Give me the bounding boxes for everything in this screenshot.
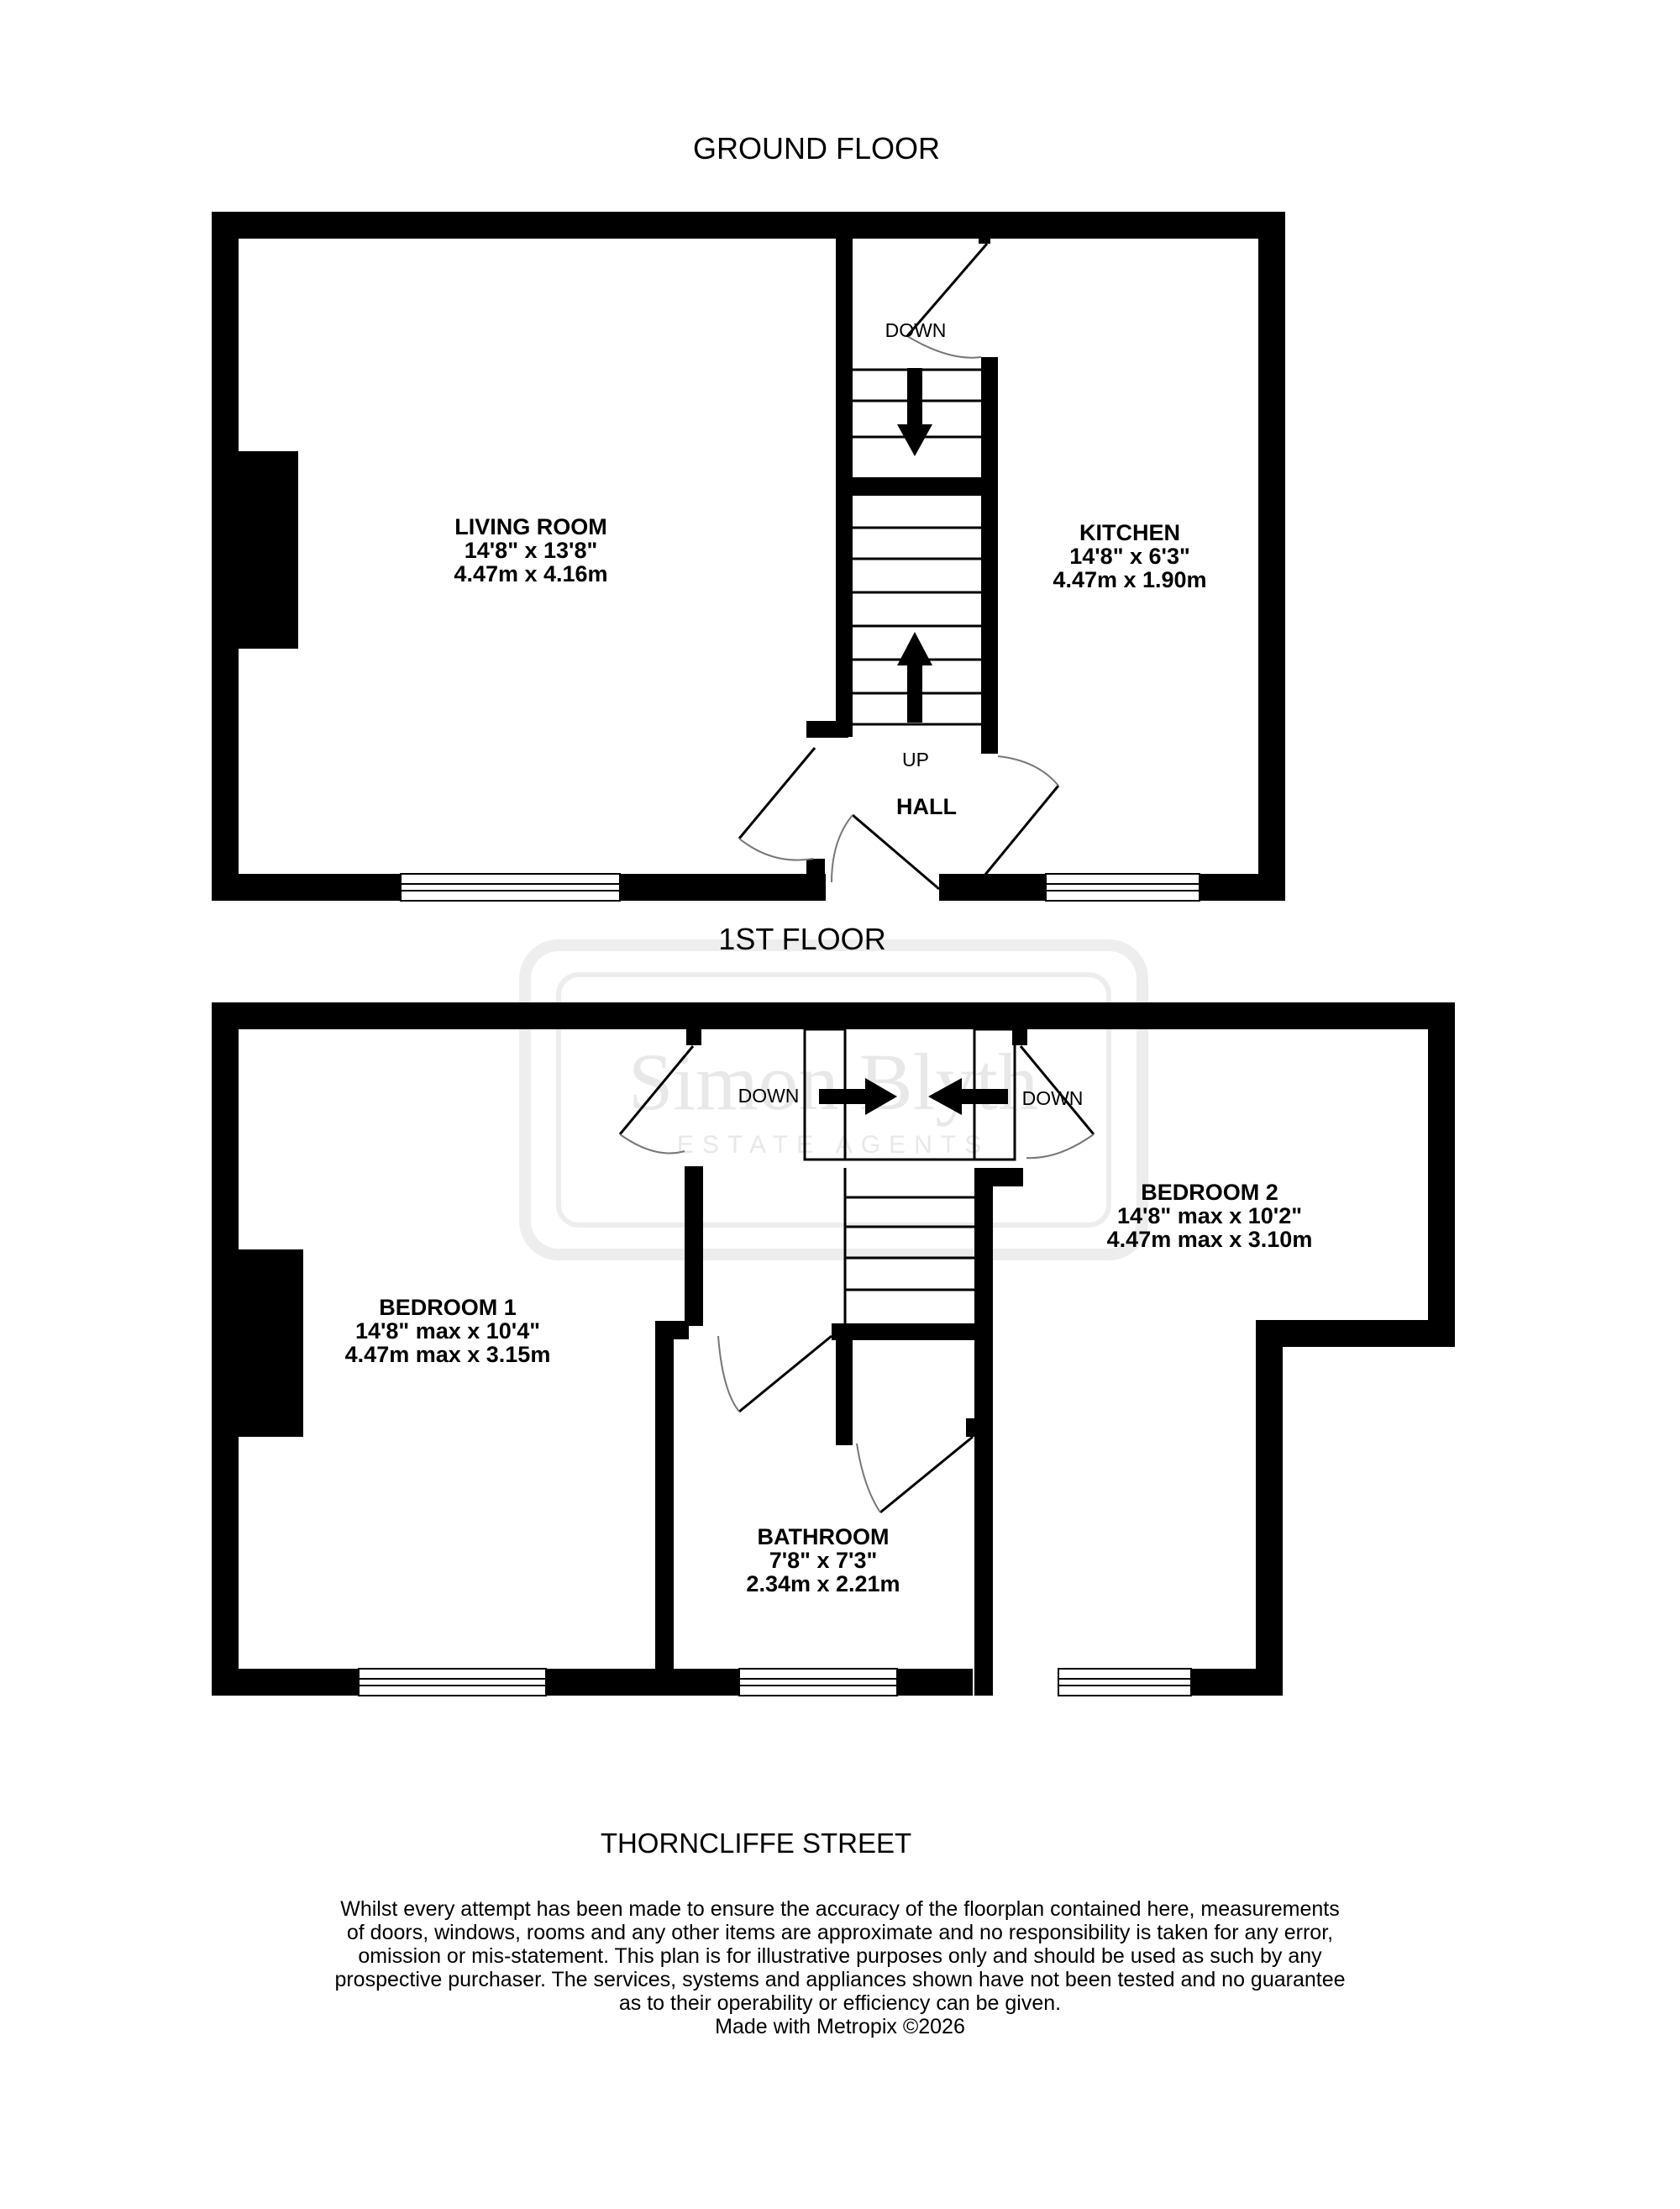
- disclaimer-line: omission or mis-statement. This plan is …: [358, 1944, 1322, 1968]
- living-room-metric: 4.47m x 4.16m: [454, 561, 607, 586]
- bedroom1-chimney-breast: [239, 1249, 303, 1437]
- metropix-credit: Made with Metropix ©2026: [715, 2015, 965, 2038]
- kitchen-imperial: 14'8" x 6'3": [1069, 544, 1190, 569]
- bedroom2-door: [1019, 1045, 1095, 1160]
- bathroom-door: [856, 1435, 974, 1514]
- front-door: [831, 813, 940, 891]
- kitchen-name: KITCHEN: [1079, 520, 1180, 545]
- bathroom-imperial: 7'8" x 7'3": [769, 1548, 878, 1573]
- first-floor-walls: [212, 1002, 1455, 1696]
- first-floor-title: 1ST FLOOR: [718, 922, 885, 956]
- living-room-name: LIVING ROOM: [454, 514, 607, 539]
- bedroom1-window: [358, 1668, 547, 1696]
- kitchen-metric: 4.47m x 1.90m: [1053, 567, 1206, 592]
- ground-floor-title: GROUND FLOOR: [693, 131, 940, 166]
- stairs-down-arrow: [897, 368, 932, 456]
- landing-down-arrow-left: [819, 1078, 897, 1115]
- bedroom1-metric: 4.47m max x 3.15m: [345, 1342, 551, 1367]
- living-room-chimney-breast: [239, 451, 298, 649]
- bedroom1-name: BEDROOM 1: [379, 1295, 517, 1320]
- bedroom1-imperial: 14'8" max x 10'4": [355, 1318, 540, 1344]
- bathroom-metric: 2.34m x 2.21m: [746, 1571, 900, 1596]
- stairs-up-arrow: [897, 632, 932, 723]
- ground-stairs-down-label: DOWN: [885, 319, 947, 341]
- kitchen-window: [1045, 873, 1200, 902]
- disclaimer-line: as to their operability or efficiency ca…: [618, 1991, 1062, 2015]
- watermark-name: Simon Blyth: [628, 1037, 1038, 1127]
- disclaimer-line: of doors, windows, rooms and any other i…: [346, 1921, 1334, 1944]
- kitchen-cellar-door: [906, 243, 989, 359]
- watermark-tagline: ESTATE AGENTS: [677, 1131, 990, 1159]
- bedroom2-name: BEDROOM 2: [1141, 1180, 1278, 1205]
- disclaimer-line: prospective purchaser. The services, sys…: [334, 1968, 1346, 1991]
- hall-name: HALL: [896, 794, 957, 819]
- bathroom-name: BATHROOM: [758, 1524, 890, 1549]
- kitchen-door: [983, 755, 1060, 876]
- bedroom2-metric: 4.47m max x 3.10m: [1107, 1227, 1313, 1252]
- bedroom1-lower-door: [717, 1334, 832, 1413]
- street-name: THORNCLIFFE STREET: [601, 1828, 911, 1859]
- ground-floor-stairs: [853, 368, 981, 726]
- landing-down-label-left: DOWN: [738, 1085, 800, 1107]
- bathroom-window: [738, 1668, 898, 1696]
- ground-floor-walls: [212, 212, 1285, 901]
- living-room-imperial: 14'8" x 13'8": [465, 538, 598, 563]
- disclaimer-line: Whilst every attempt has been made to en…: [340, 1897, 1340, 1921]
- disclaimer: Whilst every attempt has been made to en…: [185, 1897, 1495, 2038]
- watermark: Simon Blyth ESTATE AGENTS: [519, 939, 1148, 1260]
- living-room-door: [738, 747, 816, 861]
- landing-down-label-right: DOWN: [1022, 1087, 1084, 1109]
- bedroom2-imperial: 14'8" max x 10'2": [1117, 1203, 1302, 1228]
- bedroom2-window: [1058, 1668, 1192, 1696]
- ground-stairs-up-label: UP: [902, 749, 929, 771]
- landing-down-arrow-right: [928, 1078, 1008, 1115]
- living-room-window: [400, 873, 621, 902]
- bedroom1-door: [618, 1045, 695, 1154]
